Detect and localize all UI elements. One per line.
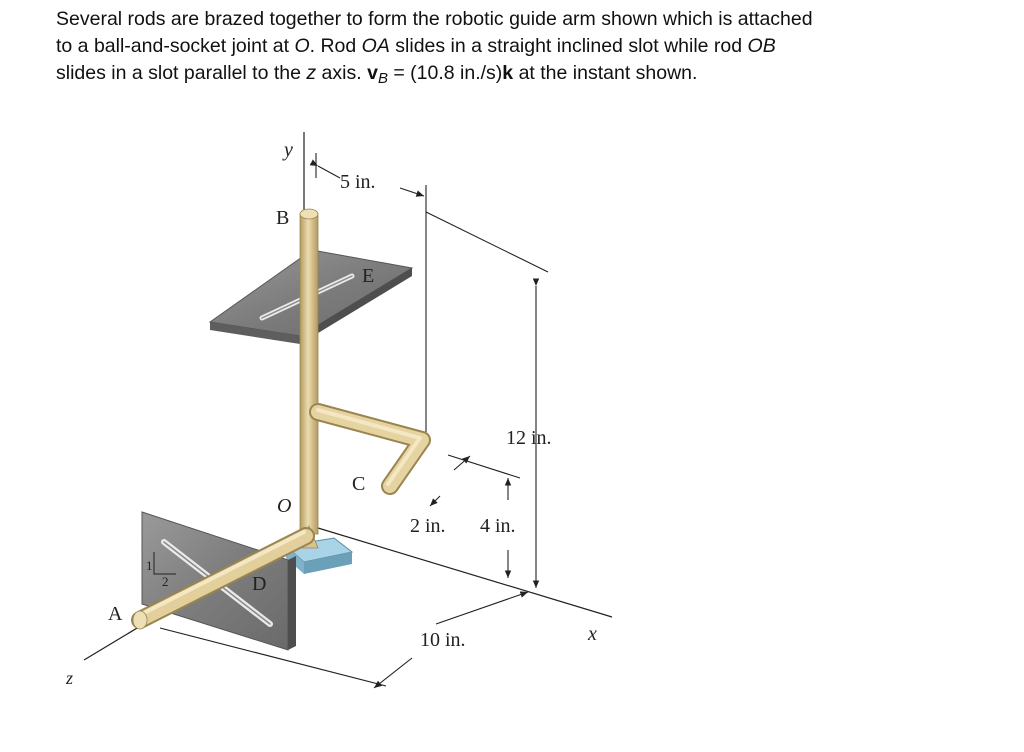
problem-line-1: Several rods are brazed together to form… (56, 8, 813, 30)
rod-c-arm (309, 403, 431, 495)
dim-12in: 12 in. (506, 427, 552, 449)
dim-5in: 5 in. (340, 171, 376, 193)
label-c: C (352, 473, 365, 495)
rod-oa (131, 527, 315, 630)
problem-statement: Several rods are brazed together to form… (56, 6, 1006, 87)
dim-2in: 2 in. (410, 515, 446, 537)
label-slope-1: 1 (146, 558, 153, 573)
label-x: x (587, 623, 597, 645)
rod-ob (299, 208, 319, 535)
problem-line-2: to a ball-and-socket joint at O. Rod OA … (56, 35, 776, 57)
dim-10in: 10 in. (420, 629, 466, 651)
dim-4in: 4 in. (480, 515, 516, 537)
figure-labels: y B E C O D A x z 1 2 5 in. 12 in. 2 in.… (65, 139, 597, 688)
label-b: B (276, 207, 289, 229)
problem-line-3: slides in a slot parallel to the z axis.… (56, 62, 698, 87)
label-y: y (282, 139, 293, 161)
label-d: D (252, 573, 266, 595)
label-slope-2: 2 (162, 574, 169, 589)
dimension-lines (159, 153, 549, 689)
label-z: z (65, 668, 73, 688)
label-o: O (277, 495, 291, 517)
x-axis (317, 527, 613, 618)
label-e: E (362, 265, 374, 287)
label-a: A (108, 603, 123, 625)
